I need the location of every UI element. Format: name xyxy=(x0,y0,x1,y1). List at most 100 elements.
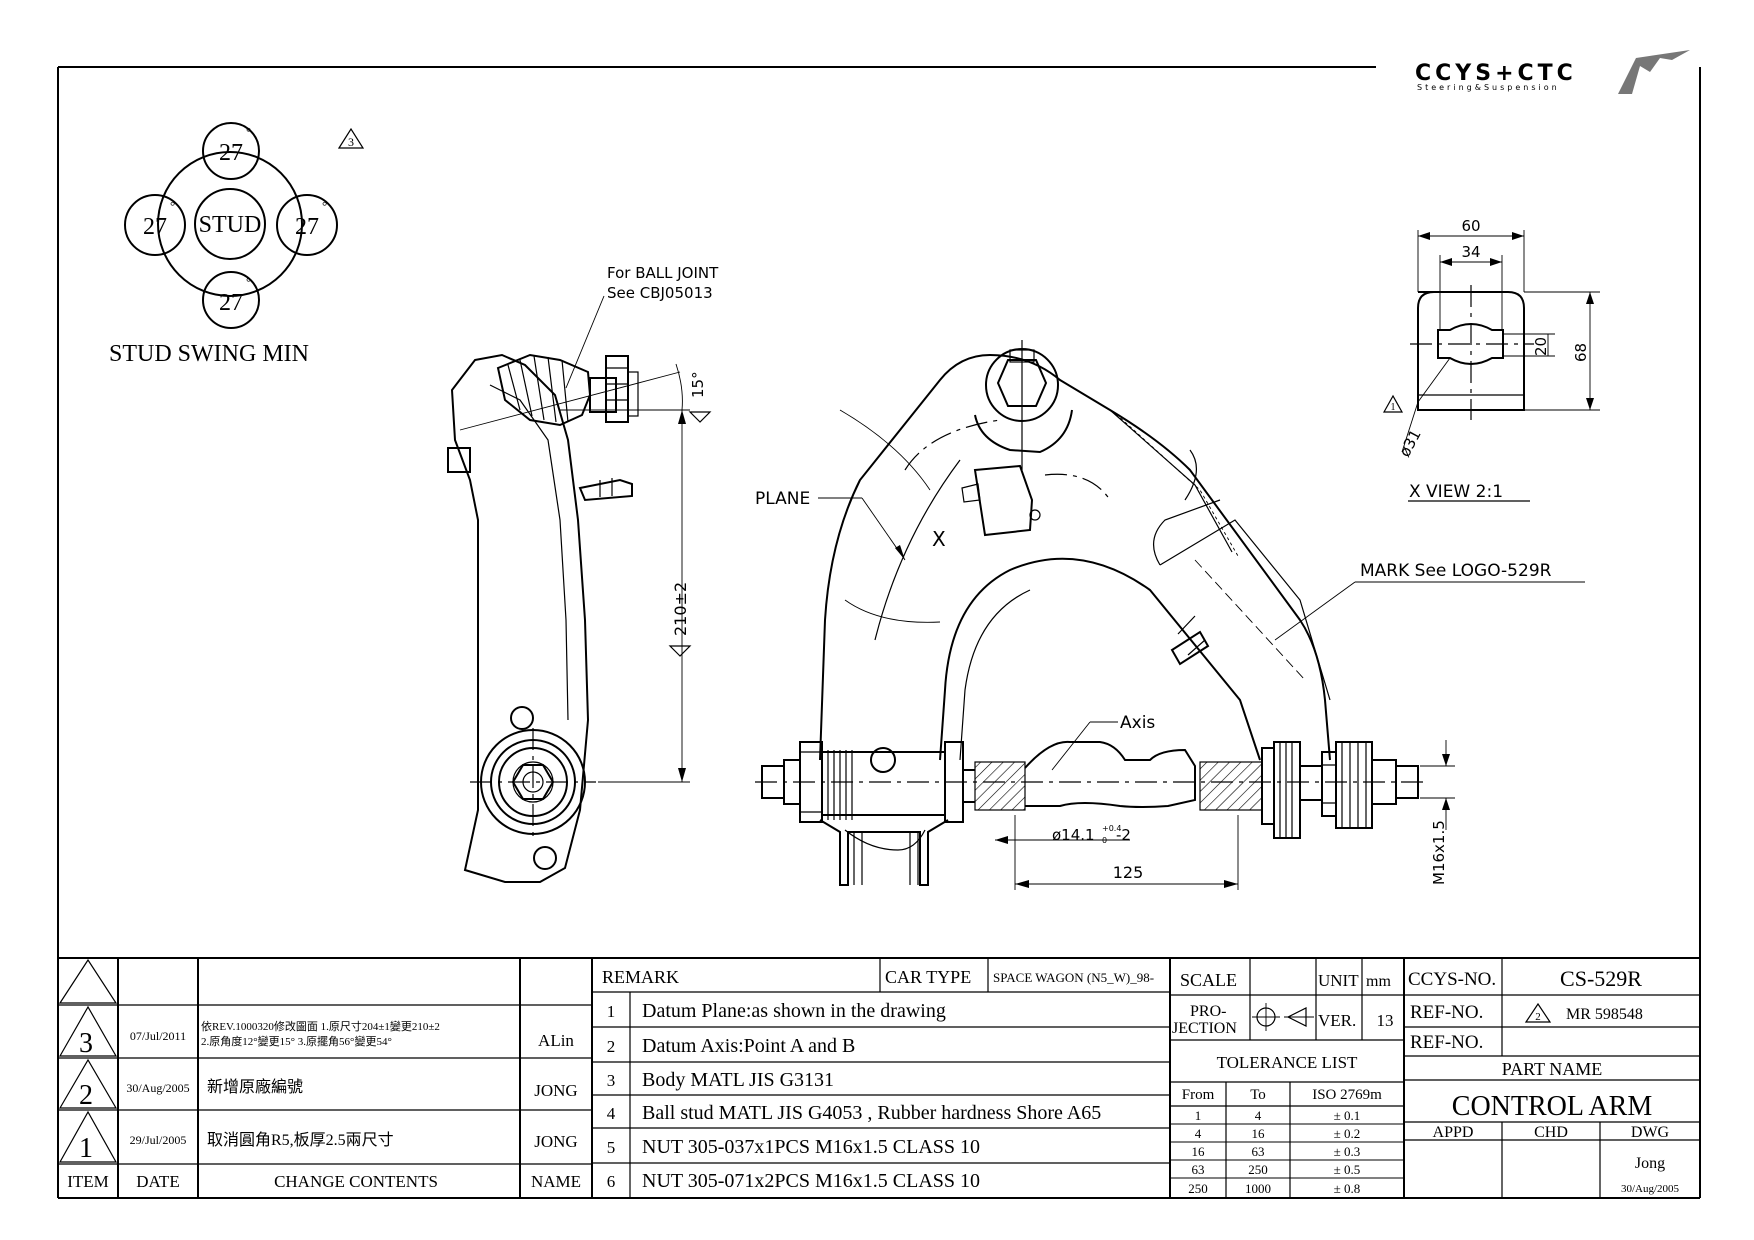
tolerance-cell: 16 xyxy=(1252,1126,1266,1141)
stud-swing-caption: STUD SWING MIN xyxy=(109,341,309,367)
revision-triangle-icon xyxy=(58,958,118,1004)
revision-item: 1 xyxy=(79,1133,93,1164)
remark-no: 1 xyxy=(607,1002,616,1021)
revision-number: 1 xyxy=(1391,402,1396,413)
tolerance-cell: ± 0.5 xyxy=(1334,1162,1361,1177)
unit-value: mm xyxy=(1366,973,1391,990)
stud-swing-diagram: STUD 27 27 27 27 ° ° ° ° STUD SWING MIN … xyxy=(109,122,365,367)
x-view-height-outer: 68 xyxy=(1572,343,1590,362)
revision-triangle-icon xyxy=(688,411,712,423)
revision-triangle-icon xyxy=(58,1005,118,1057)
degree-mark: ° xyxy=(246,274,251,289)
remark-text: Datum Plane:as shown in the drawing xyxy=(642,1000,946,1022)
remark-text: Body MATL JIS G3131 xyxy=(642,1069,834,1091)
x-view: 60 34 20 68 ø31 1 X VIEW 2:1 xyxy=(1382,217,1600,502)
revision-content: 取消圓角R5,板厚2.5兩尺寸 xyxy=(207,1131,394,1149)
title-block: 3 2 1 07/Jul/2011 30/Aug/2005 29/Jul/200… xyxy=(58,957,1700,1198)
drawing-border xyxy=(57,66,1701,1199)
tolerance-cell: 1000 xyxy=(1245,1181,1271,1196)
revision-date: 29/Jul/2005 xyxy=(130,1133,187,1147)
remark-text: NUT 305-071x2PCS M16x1.5 CLASS 10 xyxy=(642,1170,980,1192)
x-view-dia: ø31 xyxy=(1396,426,1425,459)
axis-label: Axis xyxy=(1120,713,1155,733)
dwg-name: Jong xyxy=(1635,1155,1665,1172)
unit-label: UNIT xyxy=(1318,971,1359,990)
length-dimension-label: 125 xyxy=(1113,863,1144,882)
swing-value-bottom: 27 xyxy=(219,290,243,316)
dia-label: ø14.1 xyxy=(1052,826,1095,844)
revision-item: 3 xyxy=(79,1028,93,1059)
remark-no: 2 xyxy=(607,1037,616,1056)
revision-name: JONG xyxy=(534,1081,577,1100)
part-name-label: PART NAME xyxy=(1502,1059,1602,1079)
degree-mark: ° xyxy=(246,124,251,139)
remark-no: 6 xyxy=(607,1172,616,1191)
ccys-no-value: CS-529R xyxy=(1560,966,1642,991)
revision-date: 07/Jul/2011 xyxy=(130,1029,186,1043)
brand-name: CCYS+CTC xyxy=(1415,61,1577,86)
dia-suffix: -2 xyxy=(1116,826,1131,844)
degree-mark: ° xyxy=(170,198,175,213)
tolerance-cell: ± 0.2 xyxy=(1334,1126,1361,1141)
car-type-label: CAR TYPE xyxy=(885,967,971,987)
revision-name: JONG xyxy=(534,1132,577,1151)
tolerance-cell: 63 xyxy=(1252,1144,1265,1159)
tolerance-cell: 1 xyxy=(1195,1108,1202,1123)
remark-no: 4 xyxy=(607,1104,616,1123)
header-date: DATE xyxy=(136,1172,179,1191)
revision-triangle-icon xyxy=(1524,1002,1552,1023)
scale-label: SCALE xyxy=(1180,970,1237,990)
tolerance-cell: 4 xyxy=(1255,1108,1262,1123)
x-view-height-inner: 20 xyxy=(1532,337,1550,356)
ref-no-label: REF-NO. xyxy=(1410,1002,1483,1023)
tolerance-cell: ± 0.1 xyxy=(1334,1108,1361,1123)
revision-content: 2.原角度12°變更15° 3.原擺角56°變更54° xyxy=(201,1034,392,1048)
thread-label: M16x1.5 xyxy=(1430,820,1448,885)
tolerance-cell: ± 0.3 xyxy=(1334,1144,1361,1159)
mark-label: MARK See LOGO-529R xyxy=(1360,561,1552,581)
header-contents: CHANGE CONTENTS xyxy=(274,1172,438,1191)
ver-value: 13 xyxy=(1377,1011,1394,1030)
bushing-section-left xyxy=(974,761,1026,811)
tolerance-cell: 16 xyxy=(1192,1144,1206,1159)
degree-mark: ° xyxy=(322,198,327,213)
remark-no: 5 xyxy=(607,1138,616,1157)
bushing-section-right xyxy=(1199,761,1263,811)
appd-label: APPD xyxy=(1433,1124,1474,1141)
revision-number: 3 xyxy=(348,135,354,149)
brand-logo: CCYS+CTC Steering&Suspension xyxy=(1415,50,1690,94)
revision-triangle-icon xyxy=(337,127,365,149)
revision-date: 30/Aug/2005 xyxy=(126,1081,189,1095)
ball-joint-note-line1: For BALL JOINT xyxy=(607,264,719,282)
x-view-marker: X xyxy=(932,527,946,551)
revision-content: 新增原廠編號 xyxy=(207,1077,303,1096)
brand-tagline: Steering&Suspension xyxy=(1417,83,1560,92)
x-view-width-inner: 34 xyxy=(1461,243,1480,261)
swing-value-left: 27 xyxy=(143,214,167,240)
dia-tol-lower: 0 xyxy=(1102,836,1107,845)
car-type-value: SPACE WAGON (N5_W)_98- xyxy=(993,970,1154,985)
dia-tol-upper: +0.4 xyxy=(1102,824,1121,833)
revision-item: 2 xyxy=(79,1080,93,1111)
remark-label: REMARK xyxy=(602,967,679,987)
revision-number: 2 xyxy=(1535,1011,1541,1023)
remark-text: NUT 305-037x1PCS M16x1.5 CLASS 10 xyxy=(642,1136,980,1158)
projection-label: JECTION xyxy=(1172,1020,1237,1037)
part-name-value: CONTROL ARM xyxy=(1452,1091,1653,1122)
dwg-date: 30/Aug/2005 xyxy=(1621,1183,1680,1195)
tolerance-cell: 250 xyxy=(1248,1162,1268,1177)
revision-triangle-icon xyxy=(668,645,692,657)
projection-label: PRO- xyxy=(1190,1003,1226,1020)
ver-label: VER. xyxy=(1318,1011,1356,1030)
revision-content: 依REV.1000320修改圖面 1.原尺寸204±1變更210±2 xyxy=(201,1019,440,1033)
front-view: PLANE X MARK See LOGO-529R xyxy=(755,340,1585,890)
side-view: For BALL JOINT See CBJ05013 15° 210±2 xyxy=(447,264,719,883)
plane-label: PLANE xyxy=(755,489,810,509)
height-dimension-label: 210±2 xyxy=(671,582,690,636)
tolerance-header: ISO 2769m xyxy=(1312,1087,1382,1103)
tolerance-cell: 4 xyxy=(1195,1126,1202,1141)
x-view-caption: X VIEW 2:1 xyxy=(1409,482,1503,502)
brand-mark-icon xyxy=(1618,50,1690,94)
ref-no-label-2: REF-NO. xyxy=(1410,1032,1483,1053)
